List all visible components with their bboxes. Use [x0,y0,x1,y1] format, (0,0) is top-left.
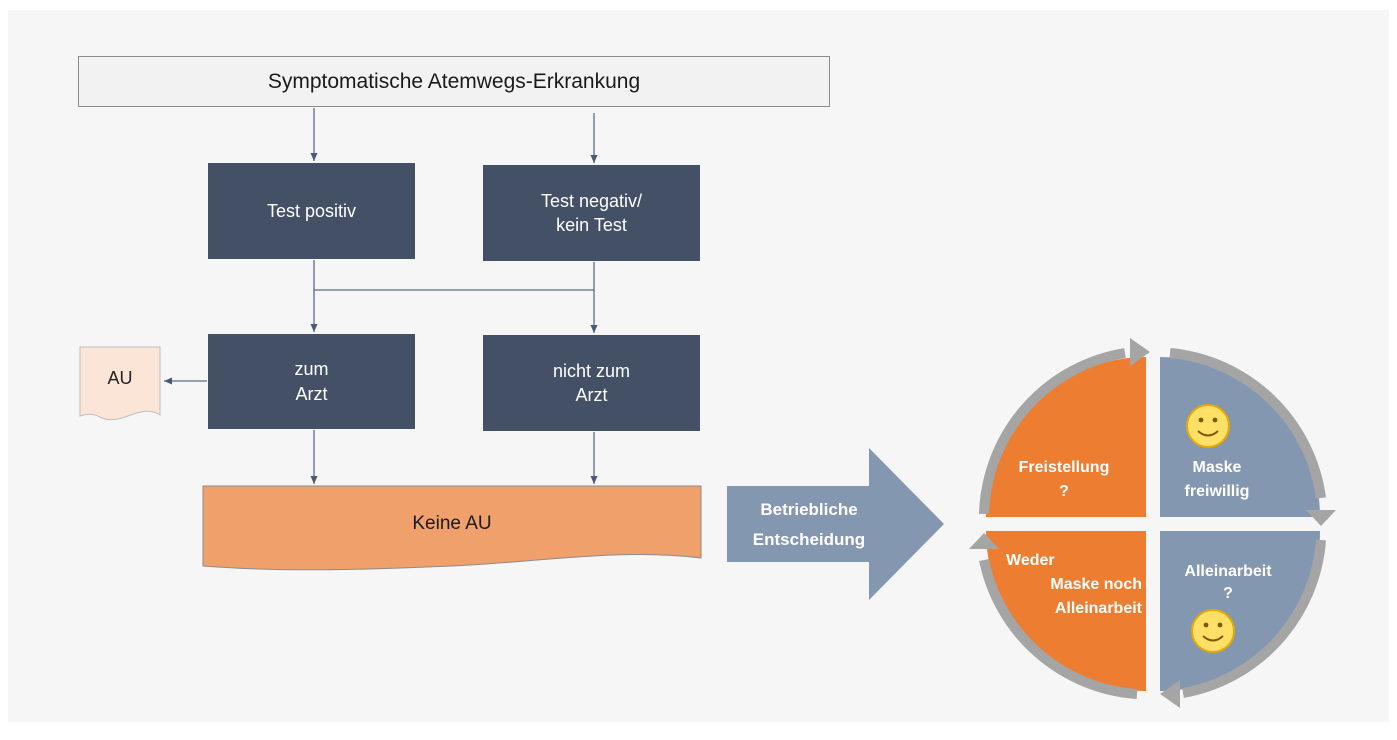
au-document: AU [79,346,161,421]
q2-line1: Maske [1193,459,1242,476]
cycle-arrowheads [969,338,1336,708]
q4-line1: Alleinarbeit [1184,563,1272,580]
quadrant-maske-freiwillig [1160,357,1320,517]
test-negative-label: Test negativ/ kein Test [540,190,643,235]
not-to-doctor-label: nicht zum Arzt [552,360,631,405]
decision-arrow: Betriebliche Entscheidung [727,448,944,600]
header-title: Symptomatische Atemwegs-Erkrankung [267,69,641,93]
quadrant-weder [986,531,1146,691]
cycle-diagram: Freistellung ? Maske freiwillig Weder Ma… [969,338,1336,708]
q1-line2: ? [1059,483,1069,500]
test-positive-label: Test positiv [266,200,357,221]
no-au-document: Keine AU [202,485,702,571]
cycle-ring-arrows [979,348,1326,699]
quadrant-alleinarbeit [1160,531,1320,691]
quadrant-freistellung [986,357,1146,517]
smiley-icon [1186,404,1230,448]
no-au-label: Keine AU [412,513,491,534]
smiley-icon [1191,609,1235,653]
flow-connectors [164,108,598,484]
q3-line2: Maske noch [1050,576,1142,593]
test-positive-box: Test positiv [208,163,415,259]
au-label: AU [107,368,132,388]
header-box: Symptomatische Atemwegs-Erkrankung [78,56,830,107]
decision-line1: Betriebliche [760,500,857,519]
not-to-doctor-box: nicht zum Arzt [483,335,700,431]
q3-line3: Alleinarbeit [1055,600,1143,617]
to-doctor-box: zum Arzt [208,334,415,429]
to-doctor-label: zum Arzt [294,359,329,404]
decision-line2: Entscheidung [753,530,865,549]
q3-line1: Weder [1006,552,1055,569]
q4-line2: ? [1223,585,1233,602]
q2-line2: freiwillig [1185,483,1250,500]
q1-line1: Freistellung [1019,459,1110,476]
test-negative-box: Test negativ/ kein Test [483,165,700,261]
